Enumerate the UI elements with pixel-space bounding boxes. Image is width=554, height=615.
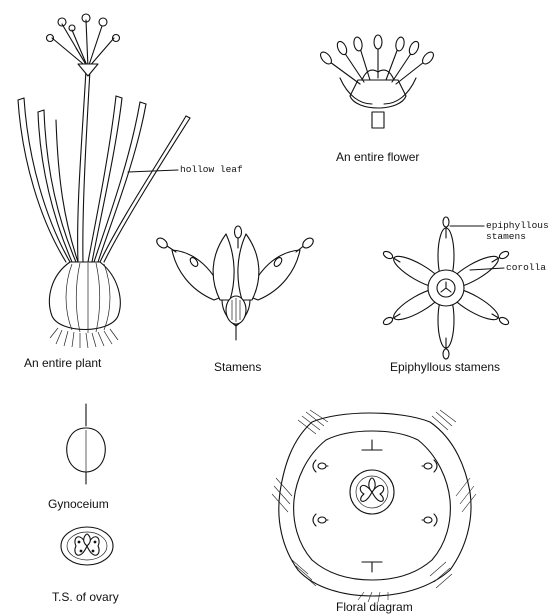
caption-epiphyllous-stamens: Epiphyllous stamens <box>390 360 500 374</box>
entire-flower-drawing <box>318 35 435 128</box>
caption-floral-diagram: Floral diagram <box>336 600 413 614</box>
caption-entire-flower: An entire flower <box>336 150 419 164</box>
caption-gynoceium: Gynoceium <box>48 497 109 511</box>
stamens-drawing <box>155 226 315 340</box>
caption-stamens: Stamens <box>214 360 261 374</box>
ovary-section-drawing <box>61 527 113 565</box>
label-hollow-leaf: hollow leaf <box>180 164 243 175</box>
caption-entire-plant: An entire plant <box>24 356 101 370</box>
label-epiphyllous-stamens: epiphyllous stamens <box>486 220 552 242</box>
gynoceium-drawing <box>67 404 105 484</box>
caption-ovary-section: T.S. of ovary <box>52 590 119 604</box>
label-corolla: corolla <box>506 262 546 273</box>
entire-plant-drawing <box>18 14 190 348</box>
floral-diagram-drawing <box>272 410 476 602</box>
